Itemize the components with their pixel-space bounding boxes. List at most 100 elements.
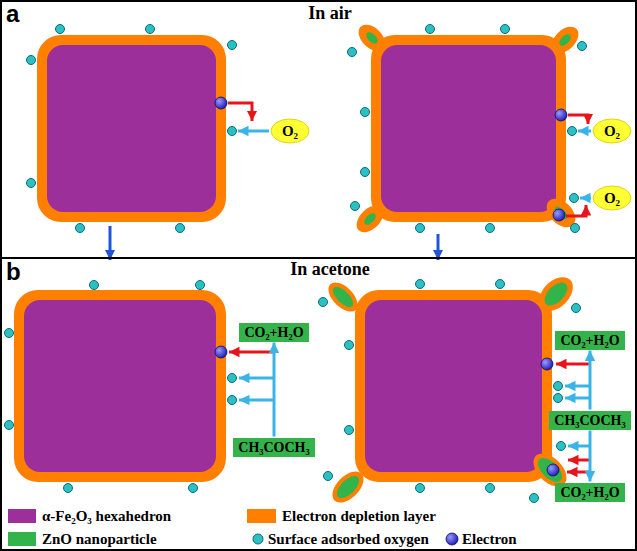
oxygen-dot xyxy=(361,108,370,117)
product-box: CO₂+H₂O xyxy=(555,331,625,350)
electron-arrow xyxy=(566,205,586,216)
zno-core xyxy=(557,32,573,48)
legend-symbol xyxy=(444,531,460,547)
reactant-box: CH₃COCH₃ xyxy=(233,438,315,457)
product-box: CO₂+H₂O xyxy=(239,323,309,342)
zno-particle xyxy=(541,193,581,233)
heading-holder: b xyxy=(6,259,21,285)
panel-frame: b In acetoneCO₂+H₂O CH₃COCH₃ CO₂+H₂O CH₃COCH… xyxy=(0,257,637,551)
oxygen-arrow xyxy=(239,399,274,402)
zno-particle xyxy=(323,277,363,317)
ellipse-shape xyxy=(593,186,631,210)
electron-dot xyxy=(553,209,565,221)
oxygen-dot xyxy=(228,374,237,383)
legend-label: ZnO nanoparticle xyxy=(42,530,157,548)
depletion-layer xyxy=(37,35,226,222)
chemical-formula: CH₃COCH₃ xyxy=(238,439,309,456)
legend-symbol xyxy=(251,532,265,546)
chemical-formula: CO₂+H₂O xyxy=(244,324,303,341)
zno-core xyxy=(534,454,567,487)
adsorption-arrow xyxy=(580,197,591,200)
reaction-connector xyxy=(589,351,592,410)
zno-depletion xyxy=(354,20,391,57)
oxygen-dot xyxy=(554,394,563,403)
fe2o3-hexahedron xyxy=(381,45,556,212)
electron-dot xyxy=(215,346,227,358)
oxygen-dot xyxy=(557,442,566,451)
zno-depletion xyxy=(547,22,584,59)
adsorption-arrow xyxy=(578,130,591,133)
legend-label: Electron xyxy=(462,530,517,548)
oxygen-dot xyxy=(189,484,198,493)
depletion-layer xyxy=(14,290,226,482)
oxygen-dot xyxy=(228,41,237,50)
chemical-formula: CO₂+H₂O xyxy=(560,484,619,501)
zno-particle xyxy=(354,20,391,57)
oxygen-dot xyxy=(530,494,539,503)
fe2o3-hexahedron xyxy=(365,300,542,472)
oxygen-dot xyxy=(90,281,99,290)
zno-core xyxy=(364,30,380,46)
zno-core xyxy=(553,205,570,222)
oxygen-dot xyxy=(228,127,237,136)
oxygen-dot xyxy=(196,281,205,290)
oxygen-dot xyxy=(348,48,357,57)
oxygen-dot xyxy=(416,280,425,289)
species-label: O₂ xyxy=(604,190,620,207)
oxygen-dot xyxy=(571,224,580,233)
oxygen-dot xyxy=(5,329,14,338)
legend-entry: Surface adsorbed oxygen xyxy=(268,530,429,548)
adsorption-arrow xyxy=(238,130,269,133)
product-box: CO₂+H₂O xyxy=(555,483,625,502)
reactant-box: CH₃COCH₃ xyxy=(549,411,631,430)
legend-label: Surface adsorbed oxygen xyxy=(268,530,429,548)
oxygen-arrow xyxy=(565,397,590,400)
oxygen-arrow xyxy=(568,445,590,448)
oxygen-arrow xyxy=(565,385,590,388)
panel-frame: aIn airO₂O₂O₂ xyxy=(0,0,637,259)
zno-core xyxy=(333,472,363,502)
fe2o3-hexahedron xyxy=(24,300,216,472)
zno-depletion xyxy=(541,193,581,233)
heading-holder: In air xyxy=(308,3,352,23)
oxygen-arrow xyxy=(239,377,274,380)
oxygen-dot xyxy=(351,202,360,211)
legend-entry: Electron xyxy=(462,530,517,548)
zno-core xyxy=(540,278,571,309)
electron-arrow xyxy=(568,115,588,124)
oxygen-dot xyxy=(501,25,510,34)
reaction-connector xyxy=(589,431,592,482)
oxygen-dot xyxy=(5,421,14,430)
electron-arrow xyxy=(229,351,274,354)
oxygen-dot xyxy=(176,224,185,233)
reaction-connector xyxy=(273,343,276,437)
legend-swatch xyxy=(8,532,36,546)
legend-label: α-Fe₂O₃ hexahedron xyxy=(42,507,171,525)
legend-entry: ZnO nanoparticle xyxy=(42,530,157,548)
panel-letter: b xyxy=(6,259,21,285)
oxygen-dot xyxy=(27,179,36,188)
zno-depletion xyxy=(323,277,363,317)
depletion-layer xyxy=(355,290,552,482)
zno-particle xyxy=(547,22,584,59)
oxygen-dot xyxy=(76,224,85,233)
legend-swatch xyxy=(247,509,276,523)
species-label: O₂ xyxy=(282,123,298,140)
electron-arrow xyxy=(228,103,252,121)
zno-core xyxy=(362,211,378,227)
panel-letter: a xyxy=(6,1,19,27)
depletion-layer xyxy=(371,35,566,222)
fe2o3-hexahedron xyxy=(47,45,216,212)
legend-swatch xyxy=(8,509,36,523)
electron-dot xyxy=(215,97,227,109)
electron-dot xyxy=(547,464,559,476)
oxygen-dot xyxy=(324,472,333,481)
oxygen-dot xyxy=(146,25,155,34)
ellipse-shape xyxy=(271,119,309,143)
oxygen-dot xyxy=(416,484,425,493)
oxygen-dot xyxy=(345,341,354,350)
legend-label: Electron depletion layer xyxy=(282,507,436,525)
oxygen-dot xyxy=(486,224,495,233)
panel-heading: In acetone xyxy=(290,259,370,279)
